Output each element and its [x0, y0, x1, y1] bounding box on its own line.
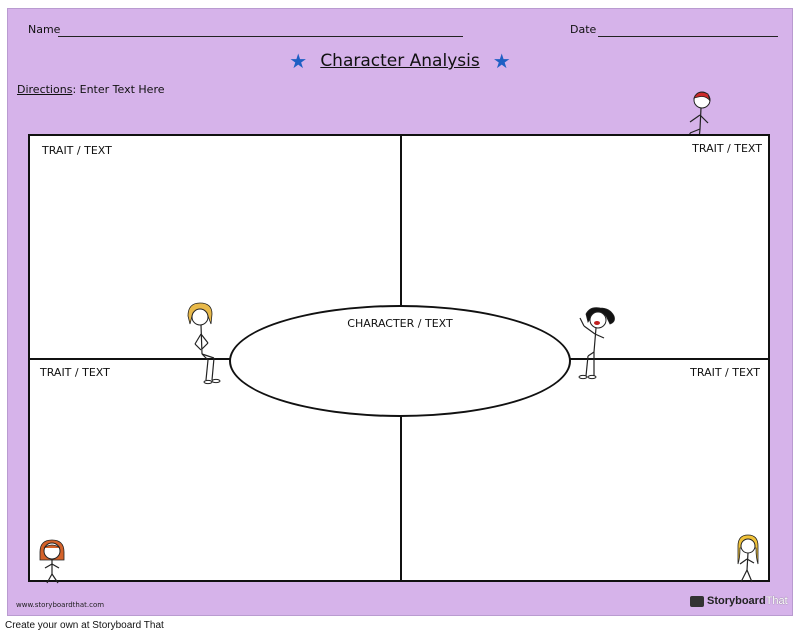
character-oval: CHARACTER / TEXT [229, 305, 571, 417]
watermark: www.storyboardthat.com [16, 601, 105, 609]
trait-bottom-right[interactable]: TRAIT / TEXT [690, 366, 760, 379]
directions-label: Directions [17, 83, 73, 96]
logo-part1: Storyboard [707, 595, 766, 607]
trait-bottom-left[interactable]: TRAIT / TEXT [40, 366, 110, 379]
footer-link[interactable]: Create your own at Storyboard That [5, 620, 164, 631]
worksheet: Name Date ★ Character Analysis ★ Directi… [7, 8, 793, 616]
storyboard-logo: StoryboardThat [690, 595, 788, 607]
stick-figure-character [39, 539, 65, 584]
stick-figure-character [187, 302, 221, 385]
stick-figure-character [578, 307, 615, 380]
date-label: Date [570, 23, 597, 36]
trait-top-left[interactable]: TRAIT / TEXT [42, 144, 112, 157]
star-icon: ★ [289, 49, 308, 73]
character-label[interactable]: CHARACTER / TEXT [347, 317, 453, 330]
storyboard-logo-icon [690, 595, 704, 607]
title-row: ★ Character Analysis ★ [8, 49, 792, 73]
logo-text: StoryboardThat [707, 595, 788, 607]
date-field[interactable] [598, 36, 778, 37]
logo-part2: That [765, 595, 788, 607]
stick-figure-character [737, 534, 759, 583]
trait-top-right[interactable]: TRAIT / TEXT [692, 142, 762, 155]
page-title: Character Analysis [320, 51, 480, 71]
name-label: Name [28, 23, 61, 36]
star-icon: ★ [492, 49, 511, 73]
name-field[interactable] [58, 36, 463, 37]
directions-text[interactable]: : Enter Text Here [72, 83, 165, 96]
directions: Directions: Enter Text Here [17, 83, 165, 96]
